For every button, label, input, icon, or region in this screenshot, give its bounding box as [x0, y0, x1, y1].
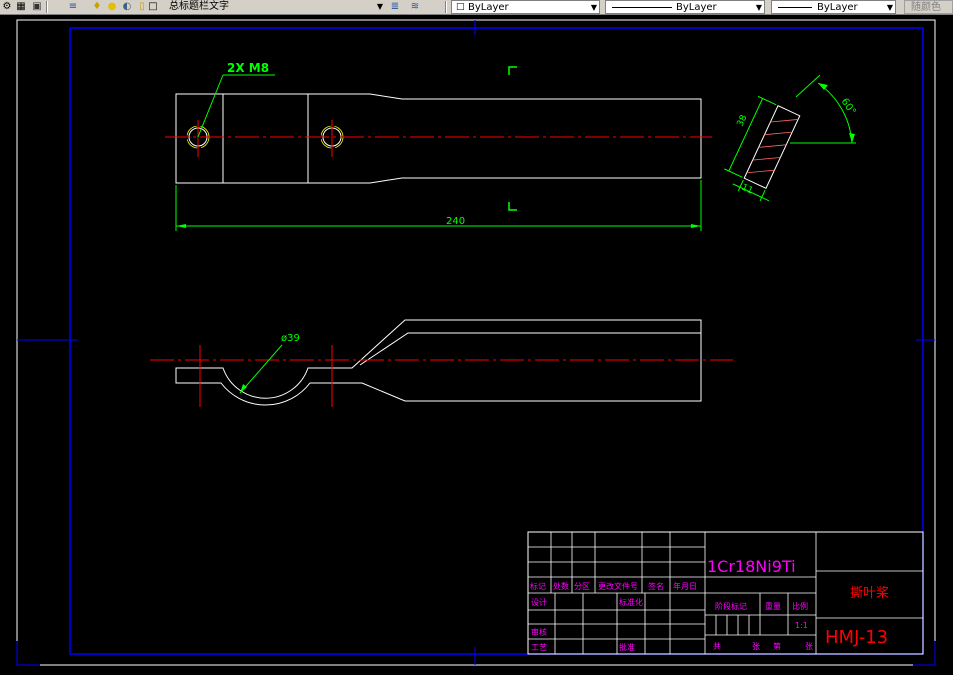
- sun-icon[interactable]: ●: [107, 1, 117, 12]
- weight-label: 重量: [765, 601, 781, 611]
- thickness-dimension: 11: [740, 183, 755, 197]
- title-block: 1Cr18Ni9Ti 撕叶桨 HMJ-13 标记 处数 分区 更改文件号 签名 …: [527, 531, 924, 655]
- hole-callout: 2X M8: [227, 61, 269, 75]
- section-view: 38 11 60°: [724, 74, 858, 202]
- total-sheets-label: 共: [713, 642, 721, 651]
- section-hatch: [746, 119, 799, 174]
- diameter-leader: [239, 344, 283, 394]
- drawing-frame: [69, 27, 924, 655]
- chevron-down-icon[interactable]: ▼: [590, 3, 597, 12]
- layer-states-icon[interactable]: ▦: [16, 1, 26, 12]
- chevron-down-icon[interactable]: ▼: [886, 3, 893, 12]
- row-label: 审核: [531, 627, 547, 637]
- header-label: 年月日: [673, 581, 697, 591]
- scale-value: 1:1: [795, 621, 808, 630]
- dim-arrow: [691, 224, 701, 228]
- header-label: 标记: [530, 581, 546, 591]
- linetype-preview: [612, 7, 672, 8]
- dim-arrow: [240, 384, 247, 393]
- color-dropdown-label: ByLayer: [468, 2, 509, 13]
- make-layer-current-icon[interactable]: ▣: [32, 1, 42, 12]
- row-label: 设计: [531, 597, 547, 607]
- drawing-number: HMJ-13: [825, 627, 888, 648]
- front-view: 2X M8 240: [165, 61, 712, 231]
- layer-stack-icon[interactable]: ≡: [68, 1, 78, 12]
- toolbar-separator: [46, 1, 48, 13]
- hole-leader: [197, 74, 224, 138]
- dim-extension: [757, 95, 777, 106]
- sheet-border: [16, 19, 936, 666]
- corner-mark: [16, 641, 40, 666]
- page-label: 第: [773, 641, 781, 651]
- dim-line: [728, 98, 764, 172]
- title-block-grid: [528, 532, 923, 654]
- bottom-view: ø39: [150, 319, 733, 407]
- layer-manager-icon[interactable]: ⚙: [2, 1, 12, 12]
- lineweight-preview: [778, 7, 812, 8]
- chevron-down-icon[interactable]: ▼: [376, 2, 383, 11]
- page-unit-label: 张: [805, 642, 813, 651]
- color-dropdown[interactable]: □ ByLayer ▼: [451, 0, 600, 14]
- row-label: 标准化: [619, 597, 643, 607]
- plotstyle-dropdown-label: 随颜色: [911, 2, 941, 13]
- row-label: 批准: [619, 642, 635, 652]
- layer-dropdown-label: 总标题栏文字: [169, 1, 229, 12]
- dim-arrow: [176, 224, 186, 228]
- layer-previous-icon[interactable]: ≋: [410, 1, 420, 12]
- layer-viewport-icon[interactable]: ◐: [122, 1, 132, 12]
- material-value: 1Cr18Ni9Ti: [707, 557, 796, 576]
- properties-toolbar: ⚙ ▦ ▣ ≡ ♦ ● ◐ ▯ □ 总标题栏文字 ▼ ≣ ≋ □ ByLayer…: [0, 0, 953, 15]
- lineweight-dropdown[interactable]: ByLayer ▼: [771, 0, 896, 14]
- make-object-layer-current-icon[interactable]: ≣: [390, 1, 400, 12]
- dim-extension: [724, 168, 743, 178]
- dim-extension: [737, 179, 744, 192]
- row-label: 工艺: [531, 643, 547, 652]
- dim-extension: [759, 189, 766, 202]
- angle-dimension: 60°: [839, 96, 858, 117]
- part-name: 撕叶桨: [850, 585, 889, 601]
- toolbar-separator: [445, 1, 447, 13]
- dim-line: [732, 183, 770, 202]
- bottom-view-edge: [359, 332, 701, 366]
- header-label: 分区: [574, 582, 590, 591]
- header-label: 处数: [553, 581, 569, 591]
- scale-label: 比例: [792, 601, 808, 611]
- color-swatch-icon: □: [456, 2, 465, 12]
- header-label: 签名: [648, 581, 664, 591]
- section-outline: [743, 105, 801, 189]
- lightbulb-icon[interactable]: ♦: [92, 1, 102, 12]
- dim-arrow: [849, 133, 855, 143]
- linetype-dropdown-label: ByLayer: [676, 2, 717, 13]
- section-marker: [508, 66, 517, 75]
- linetype-dropdown[interactable]: ByLayer ▼: [605, 0, 765, 14]
- front-view-outline: [175, 93, 702, 184]
- stage-mark-label: 阶段标记: [715, 601, 747, 611]
- diameter-dimension: ø39: [281, 333, 300, 344]
- lock-icon[interactable]: ▯: [139, 1, 145, 12]
- angle-extension: [795, 74, 821, 98]
- chevron-down-icon[interactable]: ▼: [755, 3, 762, 12]
- drawing-canvas[interactable]: 2X M8 240 38 11: [0, 15, 953, 675]
- layer-dropdown[interactable]: 总标题栏文字 ▼: [145, 0, 385, 14]
- width-dimension: 38: [736, 113, 750, 128]
- section-marker: [508, 202, 517, 211]
- layer-color-swatch-icon: □: [148, 1, 158, 12]
- plotstyle-dropdown: 随颜色: [904, 0, 953, 14]
- lineweight-dropdown-label: ByLayer: [817, 2, 858, 13]
- header-label: 更改文件号: [598, 581, 638, 591]
- length-dimension: 240: [446, 216, 465, 227]
- bottom-view-outline: [175, 319, 702, 406]
- corner-mark: [913, 641, 936, 666]
- dim-arrow: [818, 83, 828, 90]
- sheets-label: 张: [752, 642, 760, 651]
